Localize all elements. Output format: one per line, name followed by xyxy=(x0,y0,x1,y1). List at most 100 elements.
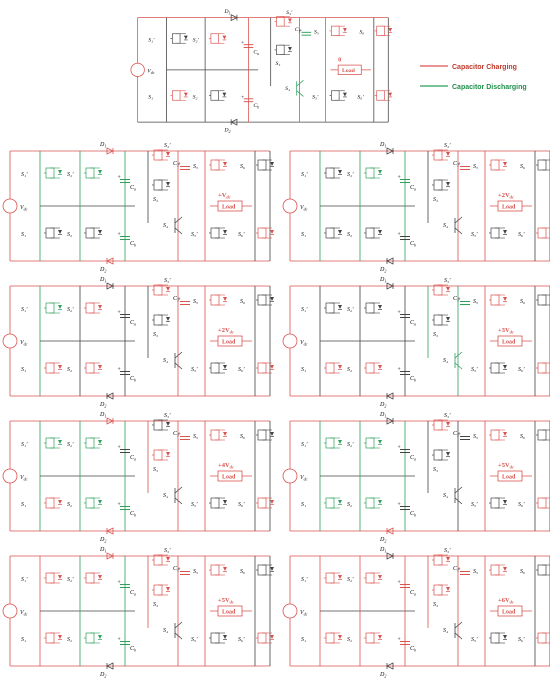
s2-switch-diode xyxy=(378,365,382,369)
s1-switch-diode xyxy=(338,230,342,234)
capacitor-c1-plus: + xyxy=(177,432,181,438)
s1p-switch-diode xyxy=(58,575,62,579)
s4-emitter xyxy=(296,90,304,97)
diode-d2 xyxy=(386,392,394,400)
load-label: Load xyxy=(222,610,236,616)
s6p-switch-diode xyxy=(270,500,274,504)
s3-switch-diode xyxy=(288,47,292,51)
s2p-label: S₂' xyxy=(347,172,354,178)
ca-label-subscript: a xyxy=(414,187,416,192)
capacitor-c1-plus: + xyxy=(457,432,461,438)
s6-switch xyxy=(536,294,550,306)
s4-collector xyxy=(174,216,183,224)
s4-switch xyxy=(174,216,183,235)
d2-label-subscript: 2 xyxy=(104,269,106,274)
ca-label: Ca xyxy=(130,455,136,462)
s4-switch xyxy=(174,351,183,370)
s2p-switch xyxy=(84,302,102,314)
d1-label: D1 xyxy=(99,412,106,419)
s1-switch xyxy=(324,632,342,644)
s5p-switch-body xyxy=(331,90,340,101)
capacitor-cb-plus: + xyxy=(397,502,401,508)
ca-label: Ca xyxy=(130,185,136,192)
s6-switch xyxy=(256,564,274,576)
vdc-label: Vdc xyxy=(147,69,154,75)
s1-switch-diode xyxy=(338,500,342,504)
s3p-switch xyxy=(152,149,170,161)
s1-switch-diode xyxy=(58,635,62,639)
s5-label: S₅ xyxy=(473,299,478,305)
s6p-switch-body xyxy=(257,362,267,374)
s3-switch-diode xyxy=(166,452,170,456)
d2-label-subscript: 2 xyxy=(104,404,106,409)
ca-label: Ca xyxy=(253,50,259,56)
d1-label-subscript: 1 xyxy=(104,549,106,554)
s6p-label: S₆' xyxy=(238,232,245,238)
s4-label: S₄ xyxy=(163,493,168,499)
s3p-label: S₃' xyxy=(164,413,171,419)
d2-label: D2 xyxy=(99,267,106,274)
s4-label: S₄ xyxy=(443,358,448,364)
ca-label: Ca xyxy=(130,590,136,597)
s1-label: S₁ xyxy=(21,367,26,373)
diode-d2-triangle xyxy=(386,527,394,535)
cb-label: Cb xyxy=(130,376,136,383)
capacitor-c1: + xyxy=(457,432,470,440)
s6-switch-body xyxy=(537,294,547,306)
ca-label-subscript: a xyxy=(134,457,136,462)
cb-label: Cb xyxy=(410,241,416,248)
s2-switch xyxy=(84,362,102,374)
capacitor-ca-plus: + xyxy=(241,40,245,46)
s3p-switch xyxy=(432,149,450,161)
s6-switch xyxy=(536,564,550,576)
s2p-label: S₂' xyxy=(67,307,74,313)
s5-switch-body xyxy=(210,159,220,171)
vdc-label: Vdc xyxy=(20,205,28,212)
s5p-switch-diode xyxy=(503,365,507,369)
capacitor-cb-plus: + xyxy=(117,502,121,508)
cb-label-subscript: b xyxy=(414,243,416,248)
d1-label-subscript: 1 xyxy=(104,144,106,149)
s4-switch xyxy=(454,486,463,505)
s6p-switch xyxy=(374,90,393,101)
output-voltage-label: +3Vdc xyxy=(498,327,514,335)
vdc-label-subscript: dc xyxy=(304,612,308,617)
s1p-switch xyxy=(44,572,62,584)
s6-label: S₆ xyxy=(240,434,245,440)
vdc-label: Vdc xyxy=(300,205,308,212)
s3-switch-body xyxy=(153,179,163,191)
s3-label: S₃ xyxy=(153,467,158,473)
s3-label: S₃ xyxy=(153,332,158,338)
c1-label: C1 xyxy=(453,431,459,438)
d1-label-subscript: 1 xyxy=(384,279,386,284)
s6-switch-diode xyxy=(270,567,274,571)
load-label: Load xyxy=(502,610,516,616)
s1p-switch-diode xyxy=(338,575,342,579)
s2p-switch-body xyxy=(85,167,95,179)
s2-switch-body xyxy=(85,227,95,239)
s2p-switch-body xyxy=(365,302,375,314)
dc-source xyxy=(282,603,298,619)
s3p-label: S₃' xyxy=(444,548,451,554)
s5-label: S₅ xyxy=(193,164,198,170)
s4-label: S₄ xyxy=(163,628,168,634)
s1-label: S₁ xyxy=(301,502,306,508)
d1-label: D1 xyxy=(379,277,386,284)
s2p-switch xyxy=(84,167,102,179)
s6p-switch-diode xyxy=(270,365,274,369)
diode-d1 xyxy=(230,14,238,22)
s6-label: S₆ xyxy=(520,299,525,305)
s3p-switch-body xyxy=(153,284,163,296)
s3-label: S₃ xyxy=(275,61,280,67)
d1-label-subscript: 1 xyxy=(384,144,386,149)
c1-label: C1 xyxy=(295,27,301,33)
s4-switch xyxy=(174,486,183,505)
s4-label: S₄ xyxy=(285,86,290,92)
c1-label-subscript: 1 xyxy=(457,433,459,438)
s3-switch-body xyxy=(433,449,443,461)
ca-label: Ca xyxy=(130,320,136,327)
s5-label: S₅ xyxy=(473,569,478,575)
diode-d2 xyxy=(106,392,114,400)
